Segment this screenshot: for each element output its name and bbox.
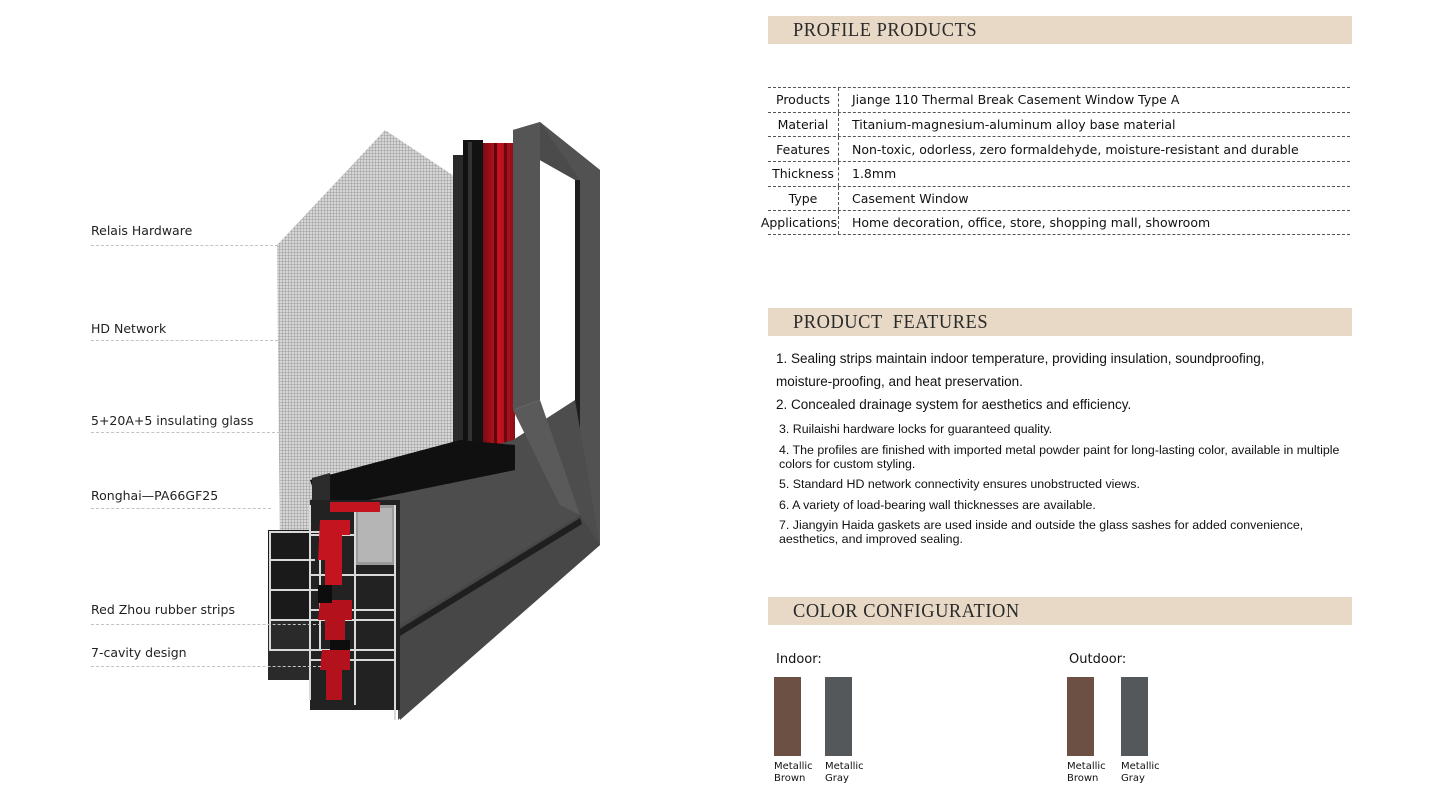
spec-divider xyxy=(838,211,839,235)
swatch-label-line: Gray xyxy=(1121,773,1145,784)
spec-value: 1.8mm xyxy=(852,166,897,182)
spec-key: Applications xyxy=(760,215,838,231)
spec-key: Products xyxy=(776,92,830,108)
window-profile-diagram: Relais Hardware HD Network 5+20A+5 insul… xyxy=(91,122,600,720)
spec-key: Thickness xyxy=(772,166,834,182)
callout-relais-hardware: Relais Hardware xyxy=(91,223,193,238)
callout-pa66gf25: Ronghai—PA66GF25 xyxy=(91,488,219,503)
section-title: PRODUCT FEATURES xyxy=(793,311,989,333)
spec-divider xyxy=(838,162,839,186)
spec-table: Products Jiange 110 Thermal Break Caseme… xyxy=(761,87,1350,236)
spec-value: Casement Window xyxy=(852,191,969,207)
feature-item: 4. The profiles are finished with import… xyxy=(779,443,1340,471)
spec-divider xyxy=(838,88,839,112)
leader-line xyxy=(91,508,271,509)
swatch-metallic-brown[interactable] xyxy=(1067,677,1094,756)
leader-line xyxy=(91,245,278,246)
swatch-label: Metallic Brown xyxy=(774,761,813,785)
swatch-metallic-brown[interactable] xyxy=(774,677,801,756)
feature-item: 5. Standard HD network connectivity ensu… xyxy=(779,477,1140,491)
spec-row-applications: Applications Home decoration, office, st… xyxy=(761,210,1350,236)
features-list: 1. Sealing strips maintain indoor temper… xyxy=(776,347,1351,546)
swatch-metallic-gray[interactable] xyxy=(825,677,852,756)
swatch-label: Metallic Gray xyxy=(1121,761,1160,785)
profile-cross-section xyxy=(268,500,400,720)
swatch-metallic-gray[interactable] xyxy=(1121,677,1148,756)
section-title: PROFILE PRODUCTS xyxy=(793,19,978,41)
callout-rubber-strips: Red Zhou rubber strips xyxy=(91,602,235,617)
swatch-label-line: Metallic xyxy=(1067,761,1106,772)
window-profile-illustration xyxy=(268,122,600,720)
swatch-label-line: Gray xyxy=(825,773,849,784)
color-group-label: Outdoor: xyxy=(1069,652,1127,667)
swatch-label-line: Brown xyxy=(1067,773,1099,784)
swatch-label-line: Metallic xyxy=(1121,761,1160,772)
spec-value: Non-toxic, odorless, zero formaldehyde, … xyxy=(852,141,1299,157)
vertical-sash xyxy=(453,140,515,490)
section-title: COLOR CONFIGURATION xyxy=(793,600,1020,622)
swatch-label: Metallic Brown xyxy=(1067,761,1106,785)
feature-item: 2. Concealed drainage system for aesthet… xyxy=(776,397,1132,412)
spec-key: Type xyxy=(788,191,818,207)
bottom-sash xyxy=(310,440,515,510)
callout-hd-network: HD Network xyxy=(91,321,167,336)
spec-divider xyxy=(838,137,839,162)
leader-line xyxy=(91,340,278,341)
spec-divider xyxy=(838,186,839,211)
feature-item: 6. A variety of load-bearing wall thickn… xyxy=(779,498,1096,512)
swatch-label-line: Metallic xyxy=(774,761,813,772)
callout-7-cavity: 7-cavity design xyxy=(91,645,187,660)
spec-divider xyxy=(838,112,839,137)
feature-item: 7. Jiangyin Haida gaskets are used insid… xyxy=(779,518,1304,546)
swatch-label-line: Brown xyxy=(774,773,806,784)
feature-item: 1. Sealing strips maintain indoor temper… xyxy=(776,351,1265,389)
spec-key: Material xyxy=(777,117,829,133)
spec-value: Titanium-magnesium-aluminum alloy base m… xyxy=(852,117,1176,133)
color-configuration-header: COLOR CONFIGURATION xyxy=(768,597,1352,625)
leader-line xyxy=(91,432,280,433)
profile-products-header: PROFILE PRODUCTS xyxy=(768,16,1352,44)
spec-key: Features xyxy=(776,141,830,157)
spec-row-material: Material Titanium-magnesium-aluminum all… xyxy=(768,111,1350,137)
product-features-header: PRODUCT FEATURES xyxy=(768,308,1352,336)
color-group-label: Indoor: xyxy=(776,652,822,667)
spec-value: Home decoration, office, store, shopping… xyxy=(852,215,1211,231)
spec-row-type: Type Casement Window xyxy=(768,185,1350,211)
spec-row-features: Features Non-toxic, odorless, zero forma… xyxy=(768,136,1350,162)
swatch-label: Metallic Gray xyxy=(825,761,864,785)
leader-line xyxy=(91,666,321,667)
feature-item: 3. Ruilaishi hardware locks for guarante… xyxy=(779,422,1053,436)
spec-value: Jiange 110 Thermal Break Casement Window… xyxy=(852,92,1180,108)
callout-insulating-glass: 5+20A+5 insulating glass xyxy=(91,413,254,428)
leader-line xyxy=(91,624,321,625)
spec-row-thickness: Thickness 1.8mm xyxy=(768,161,1350,186)
swatch-label-line: Metallic xyxy=(825,761,864,772)
spec-row-products: Products Jiange 110 Thermal Break Caseme… xyxy=(768,87,1350,112)
